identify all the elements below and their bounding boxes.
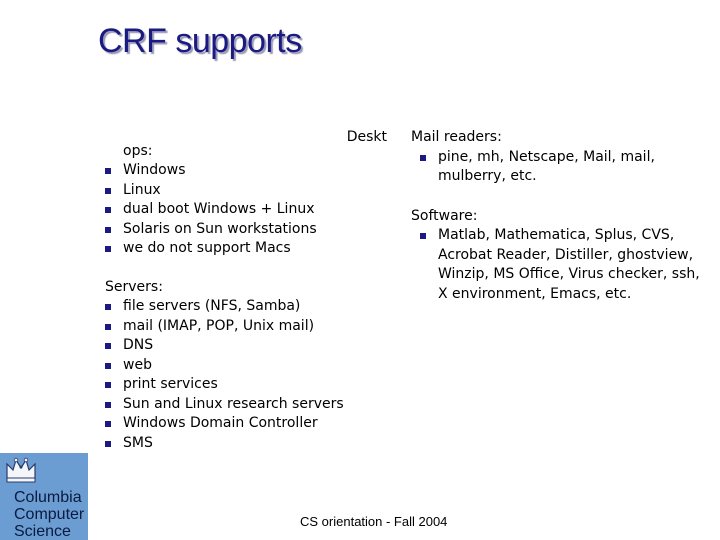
bullet-icon (105, 401, 111, 408)
list-item: Matlab, Mathematica, Splus, CVS, Acrobat… (411, 226, 700, 304)
list-item: DNS (105, 336, 380, 356)
list-item: dual boot Windows + Linux (105, 200, 380, 220)
bullet-icon (105, 304, 111, 310)
bullet-icon (105, 168, 111, 174)
bullet-icon (105, 440, 111, 447)
bullet-icon (105, 421, 111, 427)
bullet-icon (105, 187, 111, 194)
slide-title: CRF supports (98, 22, 302, 60)
list-item: web (105, 356, 380, 376)
list-item: Sun and Linux research servers (105, 395, 380, 415)
list-item: Linux (105, 181, 380, 201)
bullet-icon (105, 362, 111, 369)
logo-line-2: Computer (14, 506, 85, 523)
logo-line-3: Science (14, 523, 71, 540)
list-item: Windows (105, 161, 380, 181)
mail-readers-list: pine, mh, Netscape, Mail, mail, mulberry… (411, 148, 706, 187)
slide-footer: CS orientation - Fall 2004 (300, 514, 448, 529)
bullet-icon (105, 226, 111, 233)
desktops-heading-part1: Deskt (346, 129, 387, 145)
bullet-icon (420, 154, 426, 161)
bullet-icon (420, 233, 426, 239)
bullet-icon (105, 207, 111, 213)
left-column: Deskt ops: Windows Linux dual boot Windo… (105, 128, 387, 453)
bullet-icon (105, 323, 111, 330)
desktop-list: Windows Linux dual boot Windows + Linux … (105, 161, 380, 259)
list-item: Windows Domain Controller (105, 414, 380, 434)
bullet-icon (105, 343, 111, 349)
bullet-icon (105, 246, 111, 252)
software-heading: Software: (411, 207, 478, 224)
logo-line-1: Columbia (14, 489, 82, 506)
list-item: pine, mh, Netscape, Mail, mail, mulberry… (411, 148, 688, 187)
desktops-heading-part2: ops: (123, 142, 153, 159)
columbia-logo: Columbia Computer Science (0, 453, 88, 540)
mail-readers-heading: Mail readers: (411, 129, 502, 145)
list-item: print services (105, 375, 380, 395)
right-column: Mail readers: pine, mh, Netscape, Mail, … (411, 128, 706, 304)
list-item: file servers (NFS, Samba) (105, 297, 380, 317)
bullet-icon (105, 382, 111, 388)
list-item: mail (IMAP, POP, Unix mail) (105, 317, 380, 337)
server-list: file servers (NFS, Samba) mail (IMAP, PO… (105, 297, 380, 453)
software-list: Matlab, Mathematica, Splus, CVS, Acrobat… (411, 226, 706, 304)
crown-icon (6, 457, 36, 483)
list-item: Solaris on Sun workstations (105, 220, 380, 240)
servers-heading: Servers: (105, 278, 163, 295)
list-item: SMS (105, 434, 380, 454)
list-item: we do not support Macs (105, 239, 380, 259)
